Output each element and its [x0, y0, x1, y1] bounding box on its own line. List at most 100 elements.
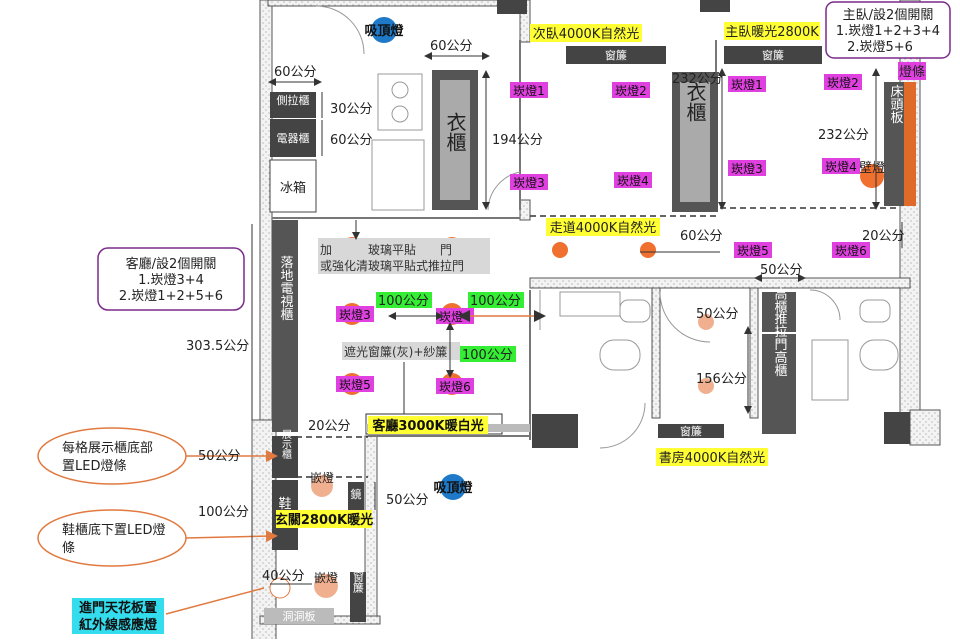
lamp-tag-b2_3: 崁燈3 — [510, 174, 548, 190]
bedroom2-light-label: 次臥4000K自然光 — [533, 26, 640, 42]
dim-50-a: 50公分 — [760, 263, 803, 278]
dim-50-entry: 50公分 — [386, 493, 429, 508]
dim-50-left: 50公分 — [198, 449, 241, 464]
glass-note-line2: 或強化清玻璃平貼式推拉門 — [320, 258, 464, 273]
dim-156: 156公分 — [696, 372, 747, 387]
ceiling-light-top-label: 吸頂燈 — [364, 23, 404, 39]
lamp-tag-b2_4: 崁燈4 — [614, 172, 652, 188]
ceiling-light-entry-label: 吸頂燈 — [433, 480, 473, 496]
master-switch-line2: 2.崁燈5+6 — [847, 40, 913, 55]
hole-panel: 洞洞板 — [264, 608, 334, 624]
mirror-label: 鏡 — [351, 487, 362, 501]
fridge: 冰箱 — [269, 159, 317, 213]
wall-lamp-label: 壁燈 — [859, 161, 885, 176]
master-switch-title: 主臥/設2個開關 — [843, 7, 934, 23]
lamp-tag-label: 崁燈1 — [513, 83, 545, 98]
curtain-study-label: 窗簾 — [680, 424, 702, 438]
living-switch-title: 客廳/設2個開關 — [126, 256, 217, 272]
master-light-label: 主臥暖光2800K — [725, 25, 819, 40]
curtain-1: 窗簾 — [566, 46, 666, 64]
bathroom-fixtures — [559, 291, 899, 401]
curtain-note: 遮光窗簾(灰)+紗簾 — [342, 342, 460, 414]
dim-100-b: 100公分 — [470, 294, 521, 309]
stove — [371, 73, 425, 211]
recessed-1-label: 嵌燈 — [310, 470, 334, 485]
shoe-note: 鞋櫃底下置LED燈 條 — [37, 509, 278, 567]
pullout-cabinet: 側拉櫃 — [270, 92, 316, 118]
dim-194: 194公分 — [492, 133, 543, 148]
dimension-lines — [251, 52, 903, 585]
tall-cabinet-label: 高櫃 — [772, 286, 788, 313]
master-switch-note: 主臥/設2個開關 1.崁燈1+2+3+4 2.崁燈5+6 — [825, 1, 951, 59]
dim-60-left: 60公分 — [274, 65, 317, 80]
dim-20-left: 20公分 — [308, 419, 351, 434]
dim-100-a: 100公分 — [378, 294, 429, 309]
lamp-tag-label: 崁燈3 — [731, 161, 763, 176]
glass-note: 加 玻璃平貼 門 或強化清玻璃平貼式推拉門 — [318, 238, 490, 274]
sliding-tall-cabinet-label: 推拉門高櫃 — [772, 312, 788, 377]
wall-lamp: 壁燈 — [859, 161, 885, 176]
dim-50-b: 50公分 — [696, 307, 739, 322]
lamp-tag-m_2: 崁燈2 — [824, 74, 862, 90]
lamp-tag-l_6: 崁燈6 — [436, 378, 474, 394]
lamp-tag-label: 崁燈3 — [339, 307, 371, 322]
faint-spots — [311, 314, 714, 598]
pullout-cabinet-label: 側拉櫃 — [277, 93, 310, 107]
lamp-tag-m_4: 崁燈4 — [822, 158, 860, 174]
sliding-tall-cabinet: 推拉門高櫃 — [762, 312, 796, 434]
hole-panel-label: 洞洞板 — [283, 609, 316, 623]
curtain-entry-label: 窗簾 — [352, 570, 365, 594]
lamp-tag-b2_1: 崁燈1 — [510, 82, 548, 98]
display-note-line2: 置LED燈條 — [62, 459, 126, 474]
shoe-note-line1: 鞋櫃底下置LED燈 — [62, 522, 165, 538]
study-light-label: 書房4000K自然光 — [659, 450, 766, 466]
lamp-tag-label: 崁燈6 — [439, 379, 471, 394]
dim-20-right: 20公分 — [862, 229, 905, 244]
corridor-light-label: 走道4000K自然光 — [550, 220, 657, 236]
headboard: 床頭板 — [884, 82, 916, 206]
dim-100-c: 100公分 — [462, 348, 513, 363]
appliance-cabinet: 電器櫃 — [270, 119, 316, 157]
display-note: 每格展示櫃底部 置LED燈條 — [37, 427, 278, 485]
curtain-note-label: 遮光窗簾(灰)+紗簾 — [344, 344, 447, 359]
lamp-tag-c_6: 崁燈6 — [832, 242, 870, 258]
appliance-cabinet-label: 電器櫃 — [277, 131, 310, 145]
sensor-note-line2: 紅外線感應燈 — [79, 617, 158, 633]
dim-60-mid: 60公分 — [330, 133, 373, 148]
dim-60-corr: 60公分 — [680, 229, 723, 244]
lamp-tag-c_5: 崁燈5 — [734, 242, 772, 258]
tv-cabinet: 落地電視櫃 — [272, 220, 298, 432]
lamp-tag-l_3: 崁燈3 — [336, 306, 374, 322]
dim-60-top: 60公分 — [430, 39, 473, 54]
dimension-labels: 60公分 60公分 30公分 60公分 194公分 232公分 232公分 60… — [186, 39, 905, 584]
curtain-2: 窗簾 — [724, 46, 822, 64]
dim-30: 30公分 — [330, 102, 373, 117]
lamp-tag-label: 崁燈6 — [835, 243, 867, 258]
headboard-label: 床頭板 — [888, 85, 904, 125]
lamp-tag-b2_2: 崁燈2 — [612, 82, 650, 98]
lamp-tag-label: 崁燈1 — [731, 77, 763, 92]
lamp-strip: 燈條 — [898, 62, 926, 80]
ceiling-light-entry: 吸頂燈 — [433, 474, 473, 500]
wardrobe-1-label: 衣櫃 — [443, 112, 467, 152]
lamp-tag-label: 崁燈5 — [339, 377, 371, 392]
curtain-entry: 窗簾 — [350, 570, 366, 622]
lamp-tag-label: 崁燈2 — [827, 75, 859, 90]
lamp-tag-m_1: 崁燈1 — [728, 76, 766, 92]
lamp-tag-label: 崁燈5 — [737, 243, 769, 258]
ceiling-light-top: 吸頂燈 — [364, 17, 404, 43]
shoe-note-line2: 條 — [62, 541, 75, 556]
lamp-tag-label: 崁燈3 — [513, 175, 545, 190]
living-light-label: 客廳3000K暖白光 — [372, 418, 483, 434]
recessed-1: 嵌燈 — [310, 470, 334, 485]
light-labels: 次臥4000K自然光 主臥暖光2800K 走道4000K自然光 客廳3000K暖… — [275, 22, 820, 528]
dim-100-left: 100公分 — [198, 505, 249, 520]
master-switch-line1: 1.崁燈1+2+3+4 — [836, 24, 940, 39]
display-cabinet: 展示櫃 — [272, 429, 298, 478]
living-switch-line1: 1.崁燈3+4 — [138, 273, 204, 288]
dim-303: 303.5公分 — [186, 339, 249, 354]
wardrobe-2-label: 衣櫃 — [683, 82, 707, 122]
dim-232-b: 232公分 — [818, 128, 869, 143]
dim-40: 40公分 — [262, 569, 305, 584]
